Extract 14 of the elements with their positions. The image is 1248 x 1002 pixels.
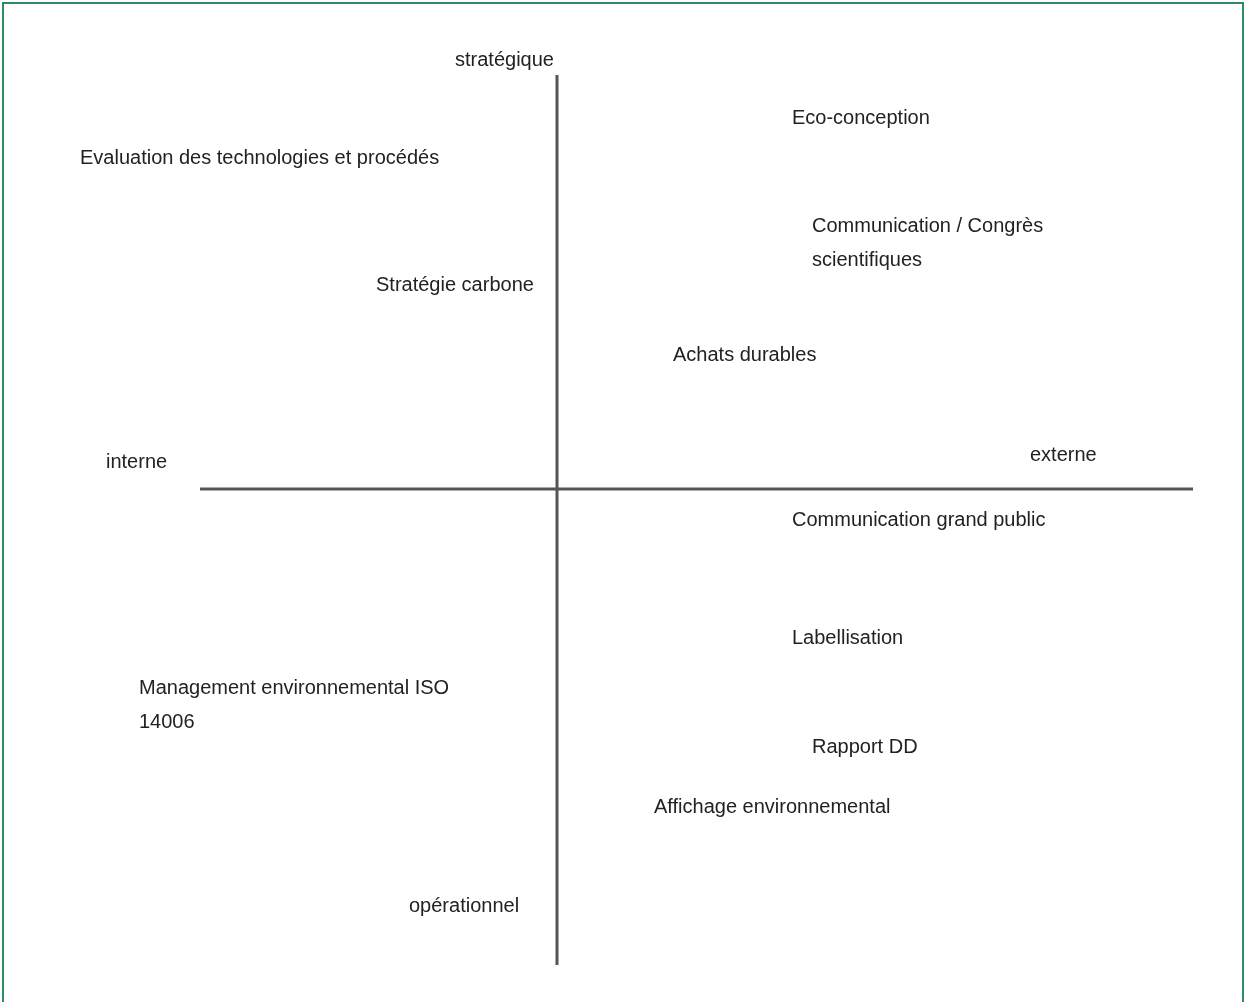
quadrant-item: Communication / Congrès scientifiques	[812, 213, 1045, 272]
quadrant-item: Management environnemental ISO 14006	[139, 675, 451, 734]
quadrant-item: Communication grand public	[792, 507, 1046, 532]
axis-label: externe	[1030, 442, 1097, 467]
quadrant-item: Rapport DD	[812, 734, 918, 759]
quadrant-item: Achats durables	[673, 342, 817, 367]
quadrant-item: Stratégie carbone	[376, 272, 534, 297]
quadrant-item: Labellisation	[792, 625, 904, 650]
axis-label: interne	[106, 449, 168, 474]
quadrant-item: Eco-conception	[792, 105, 930, 130]
axis-label: opérationnel	[409, 893, 520, 918]
quadrant-item: Evaluation des technologies et procédés	[80, 145, 440, 170]
axis-label: stratégique	[455, 47, 554, 72]
quadrant-item: Affichage environnemental	[654, 794, 891, 819]
